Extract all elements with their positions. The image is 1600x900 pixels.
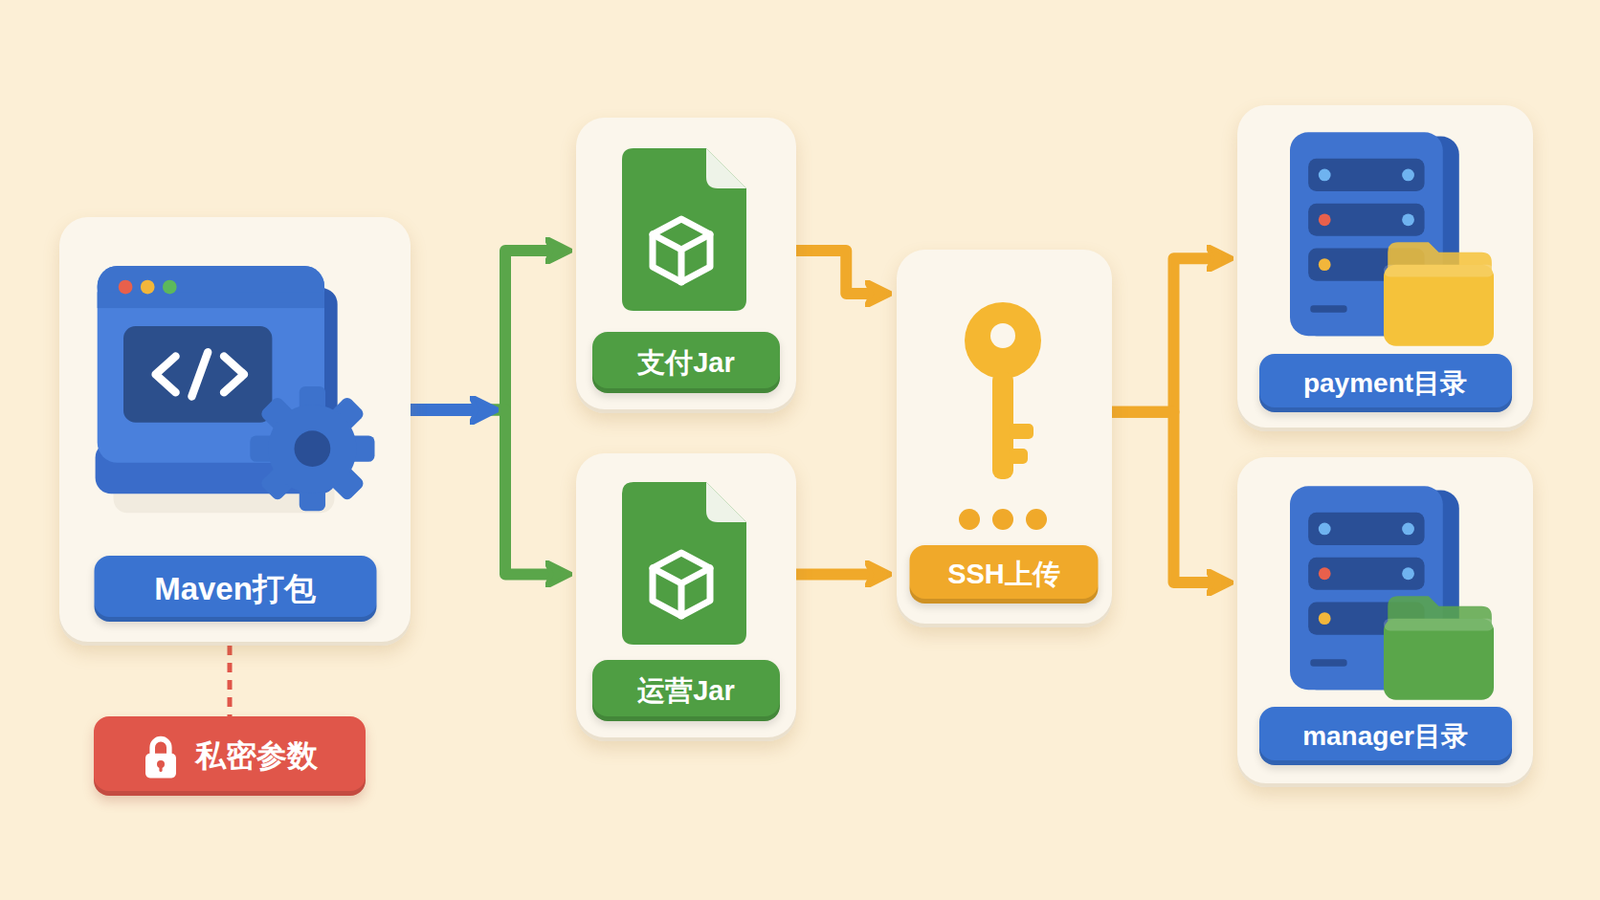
step-label: SSH上传 bbox=[910, 545, 1099, 604]
server-folder-icon bbox=[1289, 132, 1494, 347]
lock-icon bbox=[145, 738, 177, 778]
jar-file-icon bbox=[622, 482, 747, 645]
flow-arrow bbox=[796, 568, 874, 580]
flow-arrow bbox=[1111, 258, 1216, 413]
jar-file-icon bbox=[622, 482, 747, 645]
ssh-key-icon bbox=[958, 302, 1047, 531]
step-label: manager目录 bbox=[1259, 707, 1512, 766]
flow-arrow bbox=[796, 250, 874, 294]
flow-arrow bbox=[410, 250, 554, 411]
flow-arrow bbox=[1111, 412, 1216, 583]
artifact-card: 运营Jar bbox=[576, 453, 797, 742]
build-window-icon bbox=[83, 255, 385, 538]
dashed-connector bbox=[227, 645, 233, 717]
server-folder-icon bbox=[1289, 132, 1494, 347]
step-label: 运营Jar bbox=[592, 660, 780, 722]
server-folder-icon bbox=[1289, 486, 1494, 701]
server-folder-icon bbox=[1289, 486, 1494, 701]
lock-icon bbox=[141, 733, 180, 780]
ssh-key-icon bbox=[945, 297, 1061, 537]
step-label: Maven打包 bbox=[93, 555, 377, 623]
jar-file-icon bbox=[622, 148, 747, 312]
build-step-card: Maven打包 bbox=[59, 217, 411, 646]
upload-step-card: SSH上传 bbox=[896, 249, 1112, 628]
build-window-icon bbox=[95, 266, 376, 513]
artifact-card: 支付Jar bbox=[576, 117, 797, 414]
jar-file-icon bbox=[622, 148, 747, 312]
flow-arrow bbox=[410, 410, 554, 576]
server-directory-card: manager目录 bbox=[1237, 457, 1534, 788]
badge-label: 私密参数 bbox=[195, 735, 318, 778]
build-output-arrow bbox=[408, 403, 479, 417]
server-directory-card: payment目录 bbox=[1237, 105, 1534, 432]
secret-params-badge: 私密参数 bbox=[93, 716, 366, 797]
step-label: payment目录 bbox=[1259, 354, 1512, 413]
step-label: 支付Jar bbox=[592, 332, 780, 394]
